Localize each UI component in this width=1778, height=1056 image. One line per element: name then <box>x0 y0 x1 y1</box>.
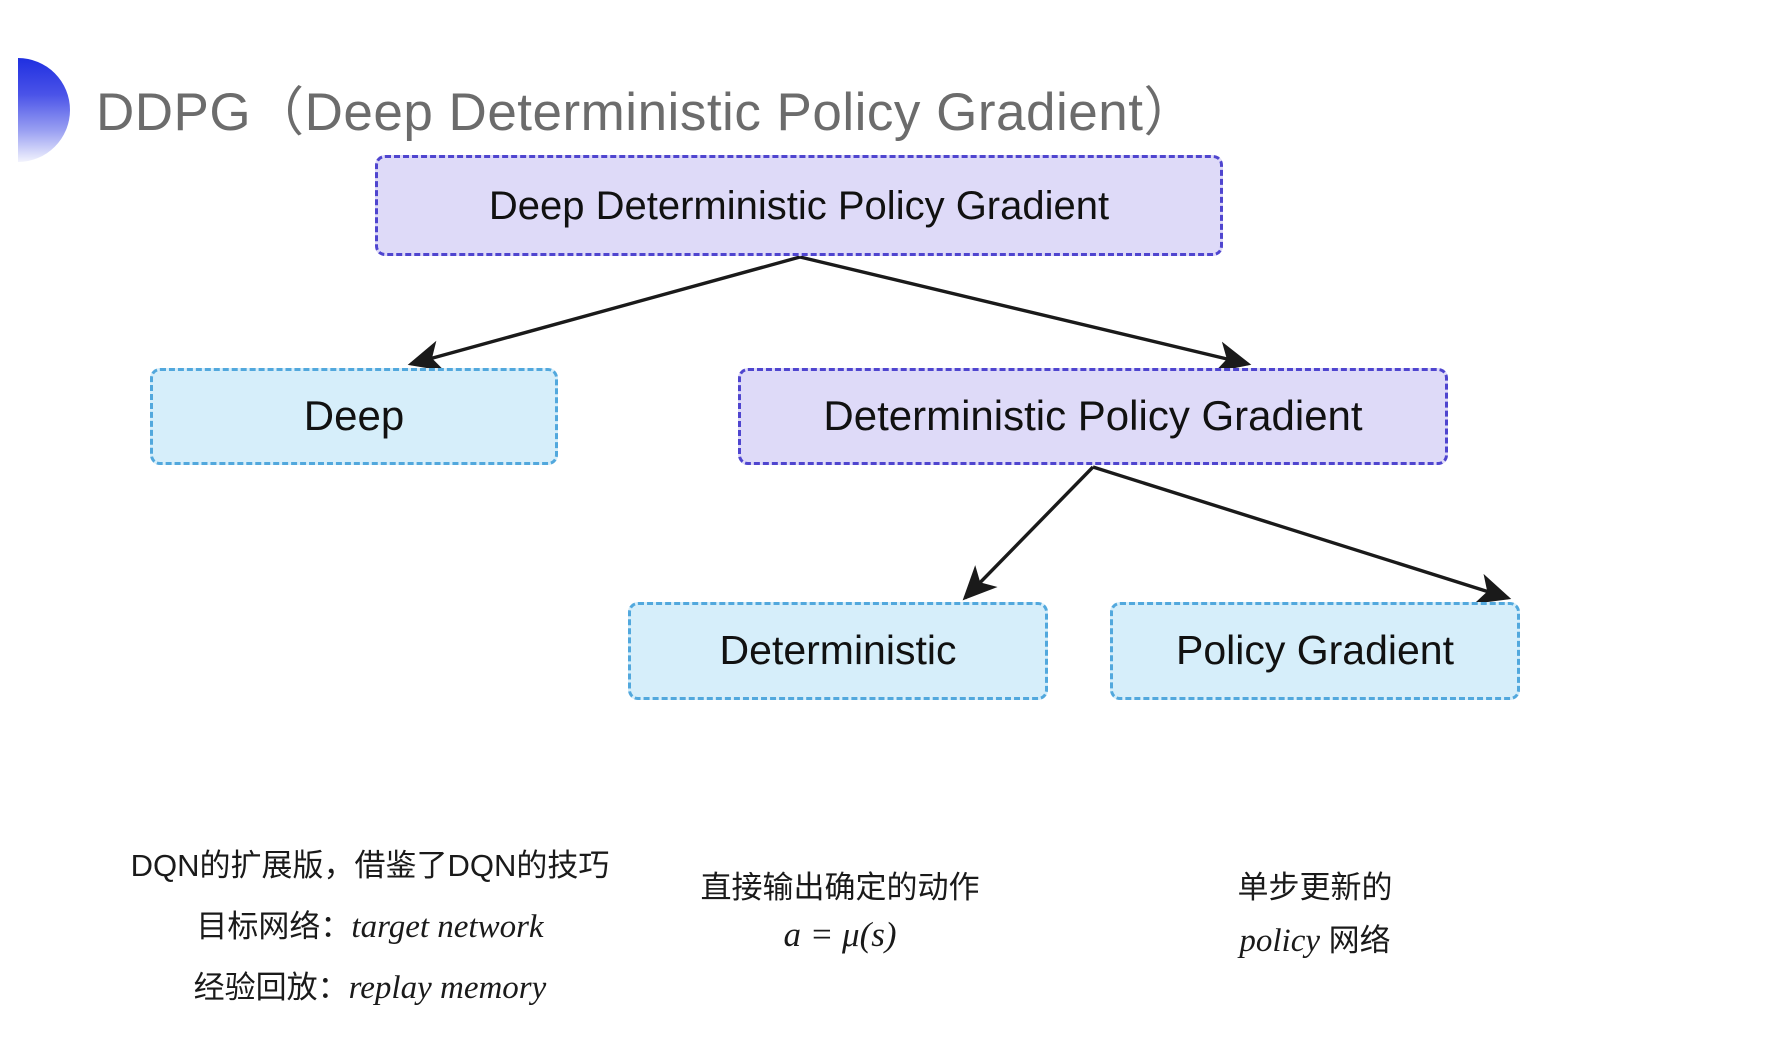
note-right-line-2-cn: 网络 <box>1320 923 1391 958</box>
note-left-line-3: 经验回放：replay memory <box>110 962 630 1007</box>
note-left-line-2-cn: 目标网络： <box>196 909 352 944</box>
node-deterministic-policy-gradient[interactable]: Deterministic Policy Gradient <box>738 368 1448 465</box>
note-policy-gradient: 单步更新的 policy 网络 <box>1155 862 1475 968</box>
note-mid-formula: a = μ(s) <box>783 915 897 954</box>
note-deterministic: 直接输出确定的动作 a = μ(s) <box>640 862 1040 963</box>
edge-root-to-dpg <box>799 255 1252 373</box>
page-title: DDPG（Deep Deterministic Policy Gradient） <box>96 83 1197 142</box>
node-policy-gradient[interactable]: Policy Gradient <box>1110 602 1520 700</box>
node-deep[interactable]: Deep <box>150 368 558 465</box>
note-right-line-2: policy 网络 <box>1155 915 1475 960</box>
edge-dpg-to-policy-gradient <box>1092 465 1512 604</box>
node-label: Deterministic <box>719 627 957 674</box>
note-left-line-3-en: replay memory <box>348 970 547 1006</box>
node-label: Deep Deterministic Policy Gradient <box>488 183 1110 228</box>
node-deterministic[interactable]: Deterministic <box>628 602 1048 700</box>
note-deep: DQN的扩展版，借鉴了DQN的技巧 目标网络：target network 经验… <box>110 840 630 1023</box>
node-label: Policy Gradient <box>1175 627 1454 674</box>
note-right-line-2-en: policy <box>1239 923 1320 959</box>
note-left-line-3-cn: 经验回放： <box>193 970 349 1005</box>
edge-root-to-deep <box>407 255 801 371</box>
note-left-line-1: DQN的扩展版，借鉴了DQN的技巧 <box>130 848 610 883</box>
node-label: Deep <box>303 392 405 440</box>
gradient-half-circle-icon <box>18 58 70 162</box>
note-right-line-1: 单步更新的 <box>1237 870 1393 905</box>
node-label: Deterministic Policy Gradient <box>823 392 1363 440</box>
note-mid-line-1: 直接输出确定的动作 <box>700 870 980 905</box>
note-left-line-2: 目标网络：target network <box>110 901 630 946</box>
note-left-line-2-en: target network <box>351 909 544 945</box>
edge-dpg-to-deterministic <box>962 465 1095 601</box>
node-deep-deterministic-policy-gradient[interactable]: Deep Deterministic Policy Gradient <box>375 155 1223 256</box>
